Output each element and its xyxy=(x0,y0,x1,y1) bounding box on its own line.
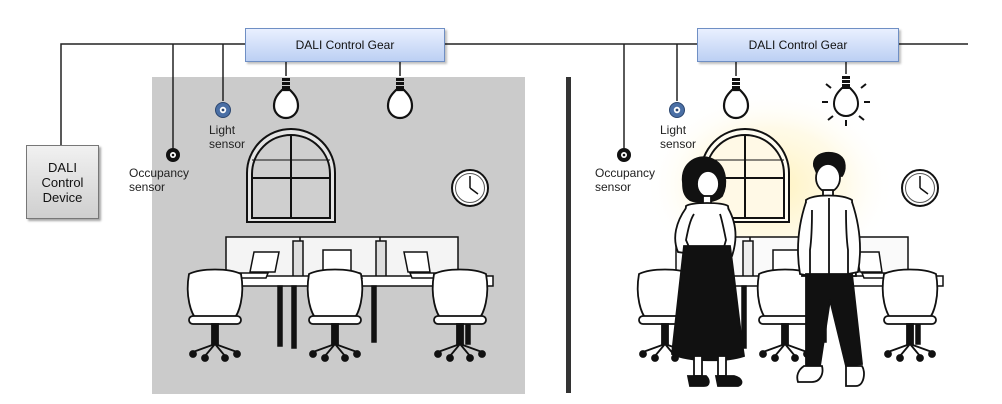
room-divider xyxy=(566,77,571,393)
dali-control-device: DALI Control Device xyxy=(26,145,99,219)
office-chair-icon xyxy=(186,268,244,362)
office-chair-icon xyxy=(306,268,364,362)
bulb-on-icon xyxy=(822,76,870,126)
control-gear-label: DALI Control Gear xyxy=(748,38,848,52)
bulb-off-icon xyxy=(386,78,414,120)
bulb-off-icon xyxy=(722,78,750,120)
wall-clock-icon xyxy=(901,169,939,207)
light-sensor-label: Light sensor xyxy=(660,123,697,151)
occupancy-sensor-label: Occupancy sensor xyxy=(129,166,190,194)
office-chair-icon xyxy=(756,268,814,362)
occupancy-sensor-label: Occupancy sensor xyxy=(595,166,656,194)
control-gear-label: DALI Control Gear xyxy=(295,38,395,52)
person-man-icon xyxy=(796,151,865,387)
dali-control-gear-left: DALI Control Gear xyxy=(245,28,445,62)
person-woman-icon xyxy=(671,156,746,387)
dali-control-gear-right: DALI Control Gear xyxy=(697,28,899,62)
occupancy-sensor-icon xyxy=(617,148,631,162)
light-sensor-icon xyxy=(215,102,231,118)
window-icon xyxy=(246,128,336,223)
light-sensor-icon xyxy=(669,102,685,118)
wall-clock-icon xyxy=(451,169,489,207)
occupancy-sensor-icon xyxy=(166,148,180,162)
bulb-off-icon xyxy=(272,78,300,120)
office-chair-icon xyxy=(431,268,489,362)
dali-bus xyxy=(60,43,968,148)
window-icon xyxy=(700,128,790,223)
light-sensor-label: Light sensor xyxy=(209,123,246,151)
office-chair-icon xyxy=(881,268,939,362)
